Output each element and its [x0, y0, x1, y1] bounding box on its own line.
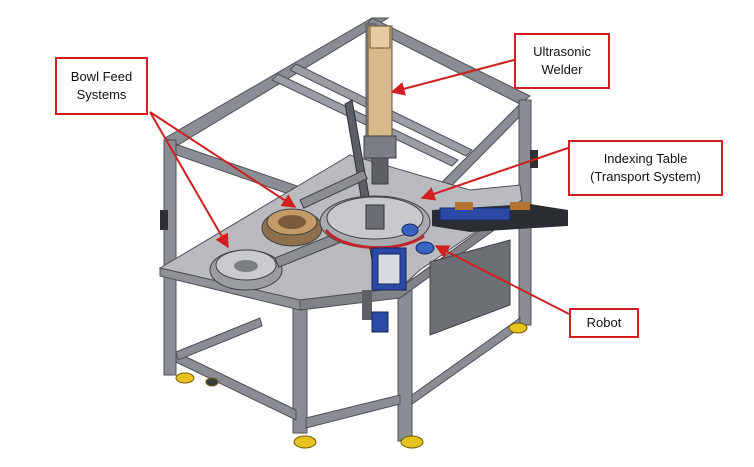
callout-arrows: [149, 59, 570, 315]
callout-ultrasonic-welder: Ultrasonic Welder: [514, 33, 610, 89]
arrow-bowl-feed-1: [149, 111, 297, 208]
arrow-indexing: [420, 147, 569, 201]
robot-module: [362, 223, 435, 333]
frame-lower-rail-left: [175, 351, 297, 421]
arrow-welder: [390, 59, 515, 96]
bowl-feeder-front: [209, 231, 345, 291]
callout-bowl-feed-systems: Bowl Feed Systems: [55, 57, 148, 115]
arrow-robot: [434, 245, 570, 315]
machine-feet: [175, 322, 528, 449]
bowl-feeder-back: [261, 169, 368, 247]
frame-post-back-left: [163, 139, 177, 376]
callout-robot: Robot: [569, 308, 639, 338]
callout-indexing-table: Indexing Table (Transport System): [568, 140, 723, 196]
indexing-table: [319, 195, 431, 250]
frame-lower-rail-back: [175, 317, 263, 361]
arrow-bowl-feed-2: [149, 111, 229, 249]
frame-top-cross-1: [271, 73, 459, 167]
conveyor-unit: [432, 202, 568, 232]
cabinet-panel: [429, 239, 511, 336]
frame-lower-rail-front: [305, 394, 401, 429]
sensor-box-left: [160, 210, 168, 230]
frame-lower-rail-right: [411, 317, 521, 405]
ultrasonic-welder: [363, 25, 397, 185]
